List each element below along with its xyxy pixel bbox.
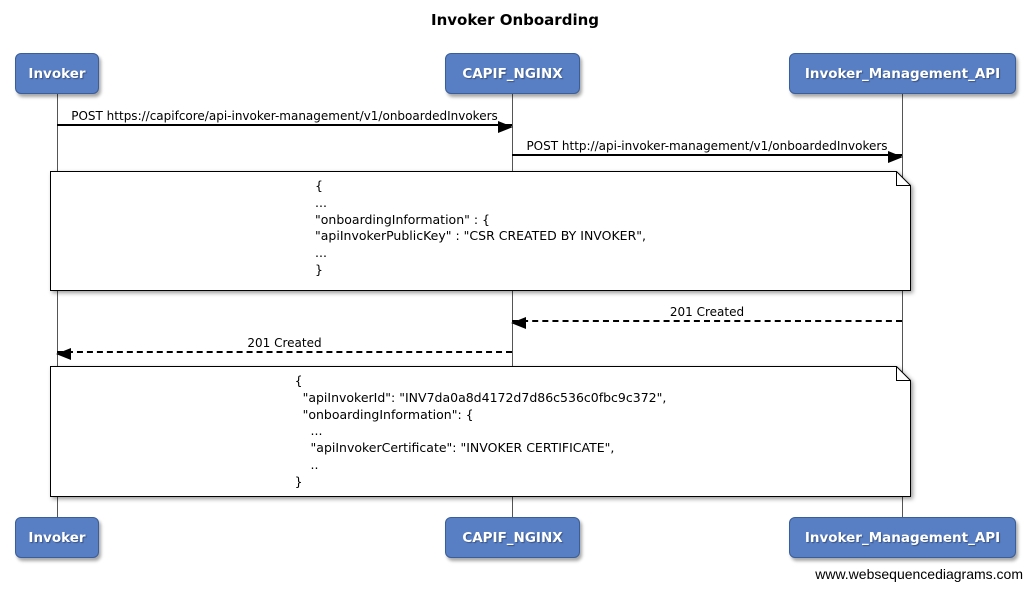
note-onboarding-request: { ... "onboardingInformation" : { "apiIn… bbox=[50, 171, 911, 291]
note-line: ... bbox=[315, 245, 327, 261]
arrowhead-left-icon bbox=[56, 348, 71, 360]
lifeline-invoker-management-api bbox=[902, 94, 903, 518]
arrowhead-left-icon bbox=[511, 317, 526, 329]
message-label: 201 Created bbox=[669, 305, 745, 319]
message-post-http-onboard: POST http://api-invoker-management/v1/on… bbox=[512, 139, 903, 163]
actor-box-invoker-management-api-bottom: Invoker_Management_API bbox=[789, 517, 1016, 558]
note-text: { ... "onboardingInformation" : { "apiIn… bbox=[50, 171, 911, 291]
note-line: .. bbox=[294, 456, 319, 472]
note-onboarding-response: { "apiInvokerId": "INV7da0a8d4172d7d86c5… bbox=[50, 366, 911, 497]
message-label: 201 Created bbox=[247, 336, 322, 350]
diagram-title: Invoker Onboarding bbox=[431, 11, 599, 29]
lifeline-invoker bbox=[57, 94, 58, 518]
actor-label-invoker: Invoker bbox=[28, 529, 86, 546]
arrowhead-right-icon bbox=[888, 151, 903, 163]
watermark: www.websequencediagrams.com bbox=[815, 566, 1023, 582]
lifeline-capif-nginx bbox=[512, 94, 513, 518]
note-line: "apiInvokerPublicKey" : "CSR CREATED BY … bbox=[315, 228, 646, 244]
message-post-https-onboard: POST https://capifcore/api-invoker-manag… bbox=[57, 109, 513, 133]
actor-label-capif-nginx: CAPIF_NGINX bbox=[462, 65, 563, 82]
actor-box-invoker-bottom: Invoker bbox=[15, 517, 99, 558]
message-line bbox=[57, 121, 513, 133]
message-line bbox=[511, 317, 902, 329]
message-201-created-to-invoker: 201 Created bbox=[56, 336, 512, 360]
note-line: "onboardingInformation" : { bbox=[315, 211, 490, 227]
note-line: } bbox=[315, 261, 323, 277]
actor-label-invoker-management-api: Invoker_Management_API bbox=[804, 65, 1001, 82]
actor-box-capif-nginx-top: CAPIF_NGINX bbox=[445, 53, 580, 94]
message-label: POST https://capifcore/api-invoker-manag… bbox=[71, 109, 498, 123]
message-line bbox=[512, 151, 903, 163]
note-line: ... bbox=[315, 194, 327, 210]
note-line: "apiInvokerId": "INV7da0a8d4172d7d86c536… bbox=[294, 389, 667, 405]
arrowhead-right-icon bbox=[498, 121, 513, 133]
message-201-created-to-capif: 201 Created bbox=[511, 305, 902, 329]
message-label: POST http://api-invoker-management/v1/on… bbox=[526, 139, 888, 153]
actor-label-invoker: Invoker bbox=[28, 65, 86, 82]
actor-label-invoker-management-api: Invoker_Management_API bbox=[804, 529, 1001, 546]
actor-box-invoker-management-api-top: Invoker_Management_API bbox=[789, 53, 1016, 94]
note-line: "apiInvokerCertificate": "INVOKER CERTIF… bbox=[294, 440, 615, 456]
note-line: { bbox=[315, 178, 323, 193]
note-line: } bbox=[294, 473, 303, 489]
note-paper-icon bbox=[50, 366, 911, 497]
note-line: ... bbox=[294, 423, 323, 439]
actor-box-capif-nginx-bottom: CAPIF_NGINX bbox=[445, 517, 580, 558]
note-line: "onboardingInformation": { bbox=[294, 406, 474, 422]
actor-label-capif-nginx: CAPIF_NGINX bbox=[462, 529, 563, 546]
actor-box-invoker-top: Invoker bbox=[15, 53, 99, 94]
note-text: { "apiInvokerId": "INV7da0a8d4172d7d86c5… bbox=[50, 366, 911, 497]
note-paper-icon bbox=[50, 171, 911, 291]
message-line bbox=[56, 348, 512, 360]
note-line: { bbox=[294, 373, 303, 388]
